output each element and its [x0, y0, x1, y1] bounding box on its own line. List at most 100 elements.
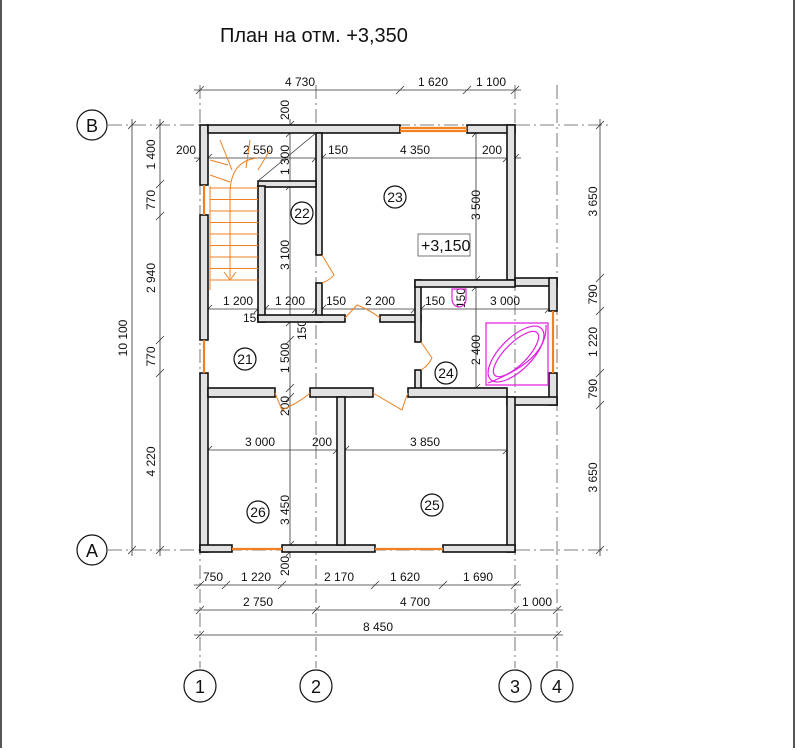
wall — [199, 544, 233, 553]
dimension-label: 4 350 — [400, 143, 430, 157]
dimension-label: 3 000 — [490, 294, 520, 308]
wall — [281, 544, 376, 553]
room-number-24: 24 — [438, 365, 454, 381]
dimension-label: 200 — [278, 396, 292, 416]
wall — [506, 124, 516, 281]
dimension-label: 2 940 — [144, 263, 158, 293]
stair-winder — [257, 149, 271, 171]
dimension-label: 4 700 — [400, 595, 430, 609]
bathtub-basin — [487, 325, 545, 383]
dimension-tick — [438, 580, 448, 590]
wall — [199, 372, 209, 553]
dimension-label: 790 — [586, 379, 600, 399]
dimension-label: 4 730 — [285, 75, 315, 89]
door-swing — [274, 392, 311, 411]
dimension-label: 1 500 — [278, 343, 292, 373]
dimension-tick — [155, 179, 165, 189]
dimension-label: 1 000 — [522, 595, 552, 609]
dimension-tick — [127, 545, 137, 555]
bathtub-icon — [485, 322, 549, 386]
room-number-23: 23 — [387, 189, 403, 205]
wall — [257, 180, 317, 188]
wall — [309, 387, 374, 398]
dimension-tick — [195, 580, 205, 590]
dimension-label: 200 — [278, 100, 292, 120]
dimension-label: 1 200 — [223, 294, 253, 308]
dimension-label: 3 500 — [469, 190, 483, 220]
dimension-label: 10 100 — [116, 319, 130, 356]
dimension-tick — [195, 605, 205, 615]
dimension-label: 1 620 — [418, 75, 448, 89]
dimension-label: 1 300 — [278, 145, 292, 175]
dimension-label: 150 — [328, 143, 348, 157]
room-marker — [420, 493, 444, 517]
dimension-label: 750 — [203, 570, 223, 584]
elevation-mark: +3,150 — [421, 238, 470, 255]
bathtub-inner — [492, 330, 540, 378]
dimension-tick — [462, 85, 472, 95]
stair-walkline — [229, 157, 259, 191]
plan-title: План на отм. +3,350 — [220, 25, 408, 47]
dimension-tick — [285, 383, 295, 393]
staircase — [209, 132, 317, 290]
axis-label-3: 3 — [510, 677, 520, 697]
dimension-label: 4 220 — [144, 446, 158, 476]
door-swing — [420, 341, 433, 371]
dimension-label: 770 — [144, 346, 158, 366]
dimension-tick — [285, 335, 295, 345]
dimension-label: 790 — [586, 284, 600, 304]
wall — [506, 396, 516, 553]
axis-bubble — [299, 669, 333, 703]
axis-label-A: A — [86, 541, 98, 561]
wall — [257, 314, 346, 323]
elevation-box — [417, 233, 471, 257]
wall — [442, 544, 516, 553]
dimension-label: 200 — [312, 435, 332, 449]
dimension-tick — [277, 580, 287, 590]
wall — [548, 277, 558, 312]
dimension-label: 3 000 — [245, 435, 275, 449]
dimension-label: 3 650 — [586, 462, 600, 492]
dimension-label: 1 620 — [390, 570, 420, 584]
dimension-tick — [155, 120, 165, 130]
dimension-label: 1 100 — [476, 75, 506, 89]
toilet-icon — [451, 288, 467, 308]
wall — [207, 387, 276, 398]
stair-winder — [219, 139, 233, 171]
dimension-tick — [510, 605, 520, 615]
dimension-tick — [595, 120, 605, 130]
dimension-label: 150 — [295, 320, 309, 340]
dimension-label: 200 — [176, 143, 196, 157]
door-swing — [344, 304, 381, 319]
dimension-tick — [285, 392, 295, 402]
axis-label-4: 4 — [552, 677, 562, 697]
wall — [199, 124, 209, 186]
room-marker — [434, 361, 458, 385]
dimension-tick — [595, 306, 605, 316]
dimension-tick — [195, 85, 205, 95]
dimension-label: 2 400 — [469, 335, 483, 365]
axis-bubble — [76, 534, 108, 566]
room-number-21: 21 — [237, 351, 253, 367]
wall — [207, 124, 401, 134]
stair-winder — [209, 159, 229, 166]
dimension-tick — [595, 545, 605, 555]
dimension-label: 2 170 — [324, 570, 354, 584]
room-number-25: 25 — [424, 497, 440, 513]
dimension-label: 3 850 — [410, 435, 440, 449]
wall — [199, 214, 209, 341]
dimension-tick — [595, 368, 605, 378]
dimension-tick — [552, 630, 562, 640]
axis-label-1: 1 — [195, 677, 205, 697]
dimension-tick — [595, 400, 605, 410]
stair-winder — [209, 174, 231, 183]
axis-label-B: B — [86, 116, 98, 136]
dimension-tick — [155, 335, 165, 345]
axis-bubble — [540, 669, 574, 703]
wall — [414, 279, 422, 343]
dimension-tick — [195, 630, 205, 640]
room-marker — [246, 500, 270, 524]
dimension-tick — [552, 605, 562, 615]
